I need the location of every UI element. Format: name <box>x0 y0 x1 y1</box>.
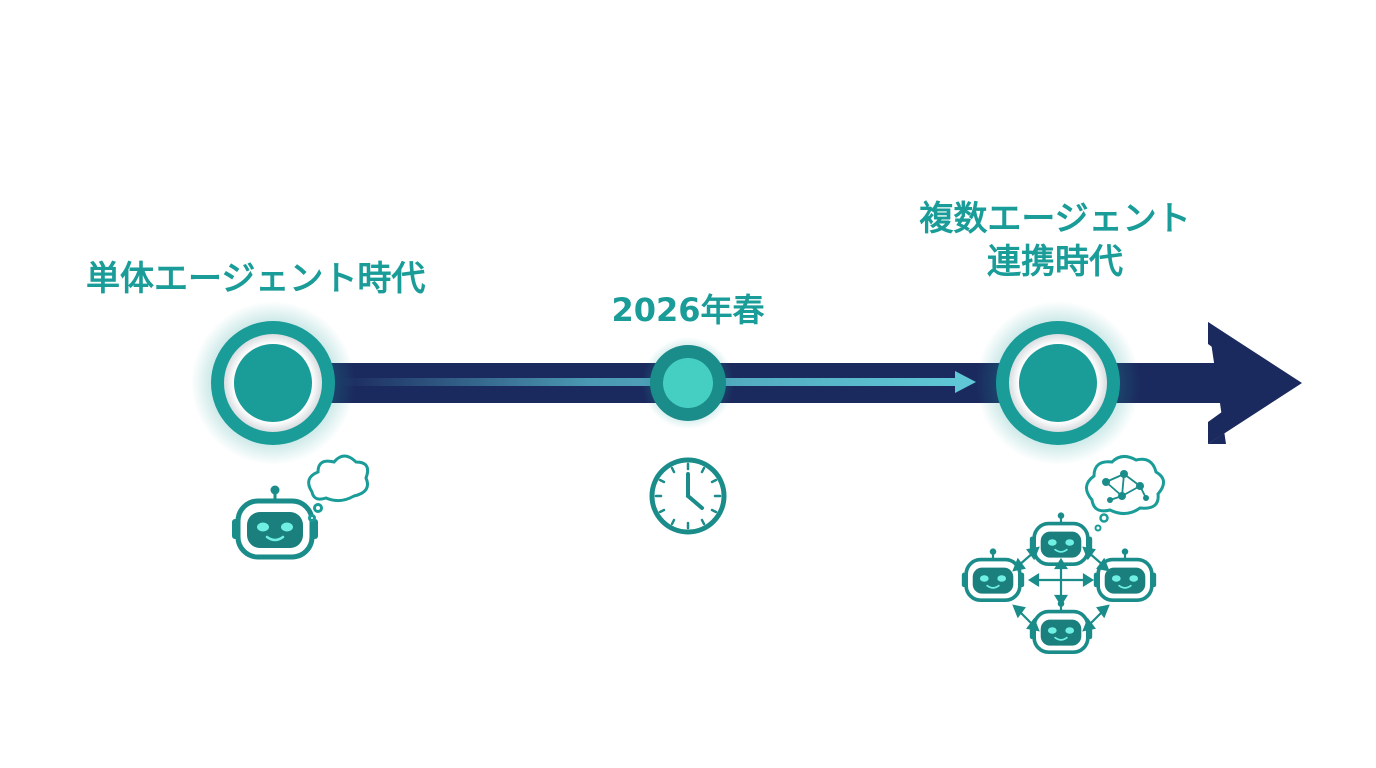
node-multi-agent <box>976 301 1140 465</box>
thought-bubble-icon <box>307 454 370 522</box>
milestone-label-multi-agent-line2: 連携時代 <box>987 241 1123 282</box>
clock-icon <box>649 457 727 535</box>
node-single-agent <box>191 301 355 465</box>
multi-robot-group <box>960 512 1158 655</box>
milestone-label-multi-agent-line1: 複数エージェント <box>919 199 1191 239</box>
bidirectional-arrow-icon <box>1012 546 1110 632</box>
milestone-label-multi-agent: 複数エージェント 連携時代 <box>870 198 1240 283</box>
network-bubble-icon <box>1085 455 1165 532</box>
node-2026-spring <box>642 337 734 429</box>
robot-icon <box>232 486 318 558</box>
milestone-label-2026-spring: 2026年春 <box>611 291 765 329</box>
milestone-label-single-agent: 単体エージェント時代 <box>86 259 426 299</box>
